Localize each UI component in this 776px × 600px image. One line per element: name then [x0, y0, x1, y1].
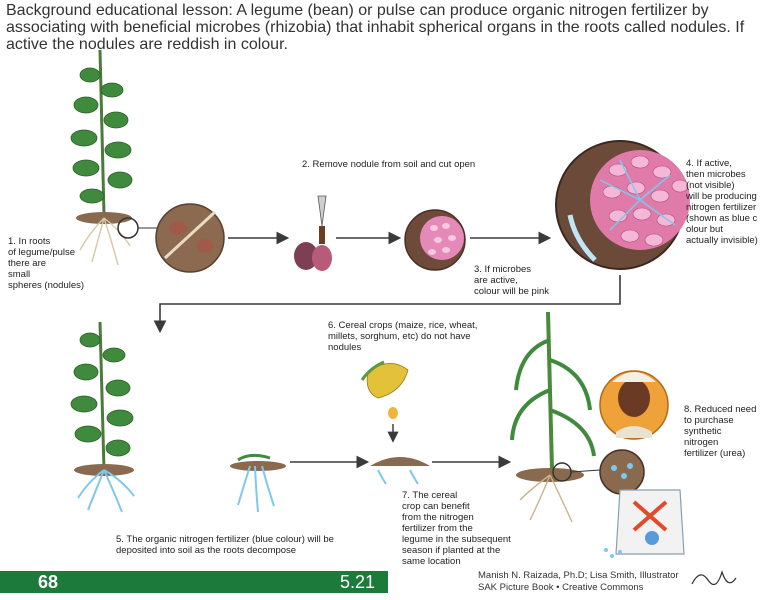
footer-bar: 68 5.21 [0, 571, 388, 593]
step-1-label: 1. In roots of legume/pulse there are sm… [8, 236, 85, 291]
soil-planting-site [370, 457, 430, 485]
connector-arrow [153, 275, 621, 334]
root-nodule-closeup [155, 203, 225, 273]
farmer-portrait [599, 370, 669, 440]
knife-cutting-nodule [294, 195, 332, 271]
step-4-label: 4. If active, then microbes (not visible… [686, 158, 758, 246]
step-2-label: 2. Remove nodule from soil and cut open [302, 159, 476, 170]
cut-nodule-pink-closeup [404, 209, 466, 271]
step-3-label: 3. If microbes are active, colour will b… [474, 264, 549, 297]
illustrator-signature [691, 570, 737, 586]
section-number: 5.21 [340, 572, 376, 592]
credit-license: SAK Picture Book • Creative Commons [478, 582, 644, 593]
step-7-label: 7. The cereal crop can benefit from the … [402, 490, 511, 567]
microbe-magnified-view [555, 140, 690, 270]
lesson-header: Background educational lesson: A legume … [6, 2, 745, 53]
credits: Manish N. Raizada, Ph.D; Lisa Smith, Ill… [478, 570, 679, 594]
step-5-label: 5. The organic nitrogen fertilizer (blue… [116, 534, 334, 556]
maize-plant-illustration [510, 311, 645, 523]
step-6-label: 6. Cereal crops (maize, rice, wheat, mil… [328, 320, 478, 353]
maize-cob-and-seed [360, 360, 409, 443]
page-number: 68 [38, 572, 59, 592]
bean-plant-decomposing-illustration [70, 321, 135, 513]
step-8-label: 8. Reduced need to purchase synthetic ni… [684, 404, 757, 459]
credit-authors: Manish N. Raizada, Ph.D; Lisa Smith, Ill… [478, 570, 679, 581]
fertilizer-bag-crossed [604, 489, 685, 558]
decomposed-roots-in-soil [230, 453, 286, 513]
bean-plant-illustration [70, 49, 158, 266]
